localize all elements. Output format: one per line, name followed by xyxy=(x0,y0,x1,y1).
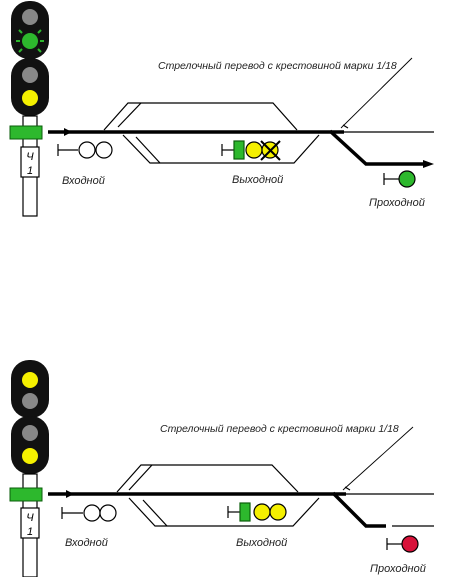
lens-3 xyxy=(22,425,38,441)
lens-2-flashing-green xyxy=(16,29,44,53)
mast-plate-text-2: 1 xyxy=(27,165,33,177)
lens-4-yellow xyxy=(22,448,38,464)
passing-label-top: Проходной xyxy=(369,197,425,209)
exit-label-top: Выходной xyxy=(232,174,283,186)
passing-label-bottom: Проходной xyxy=(370,563,426,575)
entrance-signal-bottom xyxy=(61,504,117,522)
lens-1 xyxy=(22,9,38,25)
lens-4-yellow xyxy=(22,90,38,106)
mast-base-green xyxy=(9,487,43,502)
mast-plate xyxy=(20,507,40,539)
mast-plate xyxy=(20,146,40,178)
signal-head-lower xyxy=(11,416,49,474)
entrance-label-bottom: Входной xyxy=(65,537,108,549)
exit-signal-top xyxy=(221,140,281,161)
lens-1-yellow xyxy=(22,372,38,388)
lens-3 xyxy=(22,67,38,83)
lens-2 xyxy=(22,393,38,409)
panel-top: Ч 1 xyxy=(9,1,434,217)
mast-plate-text-1: Ч xyxy=(26,512,34,524)
mast-base-green xyxy=(9,125,43,140)
entrance-label-top: Входной xyxy=(62,175,105,187)
callout-top: Стрелочный перевод с крестовиной марки 1… xyxy=(158,60,397,72)
passing-signal-bottom xyxy=(386,535,419,553)
mast-plate-text-2: 1 xyxy=(27,526,33,538)
exit-label-bottom: Выходной xyxy=(236,537,287,549)
exit-signal-bottom xyxy=(227,502,287,522)
signal-head-upper xyxy=(11,1,49,59)
panel-bottom: Ч 1 xyxy=(9,360,434,577)
entrance-signal-top xyxy=(57,141,113,159)
tracks-top xyxy=(48,57,434,168)
tracks-bottom xyxy=(48,426,434,528)
signal-head-lower xyxy=(11,58,49,116)
signal-head-upper xyxy=(11,360,49,418)
callout-bottom: Стрелочный перевод с крестовиной марки 1… xyxy=(160,423,399,435)
mast-plate-text-1: Ч xyxy=(26,151,34,163)
passing-signal-top xyxy=(383,170,416,188)
